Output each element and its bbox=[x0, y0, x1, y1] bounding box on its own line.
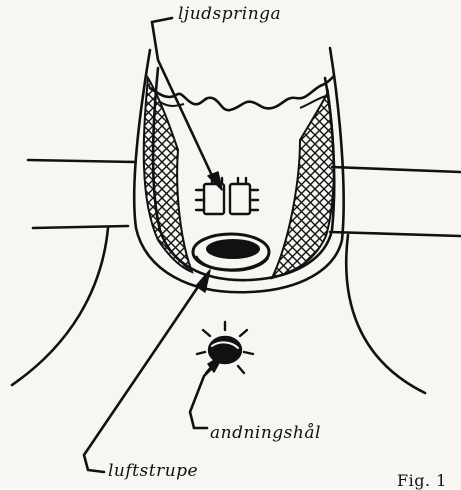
figure-number: Fig. 1 bbox=[397, 471, 447, 490]
left-hatched-tissue bbox=[144, 78, 192, 272]
leader-windpipe bbox=[84, 278, 204, 472]
right-neck-outline bbox=[346, 235, 425, 393]
breathing-hole bbox=[197, 322, 253, 373]
left-band-bottom bbox=[33, 226, 128, 228]
sound-gap-label: ljudspringa bbox=[178, 4, 281, 24]
windpipe-label: luftstrupe bbox=[108, 461, 198, 481]
windpipe-opening bbox=[193, 234, 269, 271]
arrow-sound-gap bbox=[208, 172, 222, 190]
breathing-hole-label: andningshål bbox=[210, 423, 321, 443]
right-hatched-tissue bbox=[272, 92, 334, 278]
right-band-top bbox=[332, 167, 460, 172]
left-neck-outline bbox=[12, 228, 108, 385]
left-band-top bbox=[28, 160, 135, 162]
right-band-bottom bbox=[330, 232, 460, 236]
vocal-folds bbox=[196, 178, 258, 214]
